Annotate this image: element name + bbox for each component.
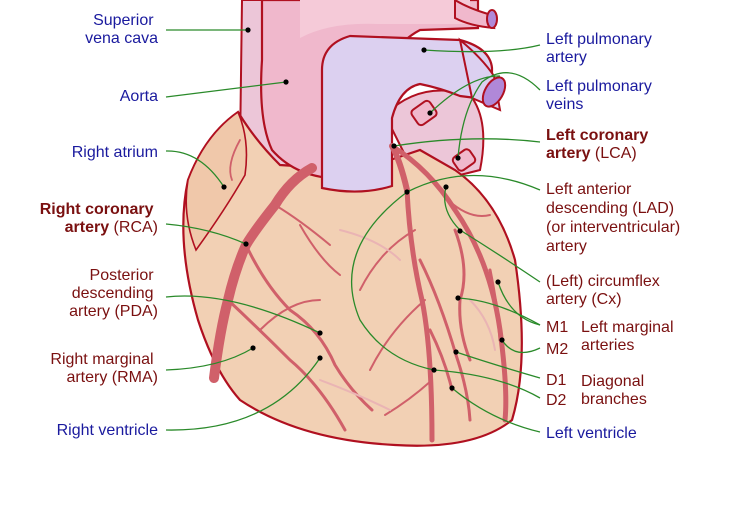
label-lad: Left anterior descending (LAD) (or inter… — [546, 181, 685, 255]
pulmonary-artery-opening — [481, 76, 507, 108]
leader-right-ventricle — [165, 357, 321, 431]
label-lpa: Left pulmonary artery — [546, 31, 656, 66]
branch-d — [447, 199, 491, 217]
leader-m2 — [501, 339, 541, 354]
pulmonary-vein-upper — [410, 99, 438, 127]
label-d1: D1 — [546, 372, 567, 389]
leader-left-ventricle — [451, 387, 541, 433]
lad-vessel — [404, 187, 435, 443]
right-atrium-shape — [185, 110, 248, 252]
label-lca: Left coronary artery (LCA) — [546, 127, 653, 162]
marginal-m2 — [488, 268, 502, 342]
leader-lca — [393, 138, 541, 147]
heart-illustration — [182, 0, 523, 447]
leader-lpv-1 — [457, 72, 541, 159]
leader-lines — [165, 29, 541, 433]
right-labels: Left pulmonary artery Left pulmonary vei… — [546, 31, 685, 442]
heart-body-shape — [182, 110, 523, 447]
label-lpv: Left pulmonary veins — [546, 78, 656, 113]
label-m1: M1 — [546, 319, 568, 336]
label-marginal: Left marginal arteries — [581, 319, 678, 354]
rca-small-3 — [259, 299, 321, 331]
leader-lpv-2 — [429, 75, 501, 114]
rma-vessel — [226, 298, 347, 432]
label-rma: Right marginal artery (RMA) — [50, 351, 158, 386]
branch-opening — [486, 9, 498, 29]
branch-a — [359, 229, 416, 291]
leader-d2 — [433, 369, 541, 399]
leader-aorta — [165, 81, 287, 98]
label-right-ventricle: Right ventricle — [57, 422, 158, 439]
rca-small-2 — [299, 224, 341, 276]
leader-rma — [165, 347, 254, 371]
label-left-ventricle: Left ventricle — [546, 425, 637, 442]
label-m2: M2 — [546, 341, 568, 358]
label-pda: Posterior descending artery (PDA) — [69, 267, 158, 320]
leader-d1 — [455, 351, 541, 379]
leader-pda — [165, 295, 321, 334]
leader-right-atrium — [165, 150, 225, 188]
cx-vessel — [389, 143, 509, 423]
leader-m1b — [457, 297, 541, 326]
label-cx: (Left) circumflex artery (Cx) — [546, 273, 664, 308]
diagonal-d2 — [428, 328, 454, 392]
branch-c — [384, 379, 433, 416]
left-labels: Superior vena cava Aorta Right atrium Ri… — [40, 12, 158, 439]
label-d2: D2 — [546, 392, 567, 409]
rca-small-1 — [274, 204, 331, 246]
label-right-atrium: Right atrium — [72, 144, 158, 161]
leader-lad — [351, 174, 541, 371]
aortic-arch-shadow — [300, 0, 470, 38]
leader-lpa — [423, 44, 541, 53]
cardiac-veins — [319, 229, 496, 411]
label-diagonal: Diagonal branches — [581, 373, 649, 408]
label-aorta: Aorta — [120, 88, 158, 105]
leader-dots — [221, 27, 505, 391]
branch-b — [369, 299, 426, 371]
label-rca: Right coronary artery (RCA) — [40, 201, 158, 236]
marginal-m1 — [453, 228, 472, 362]
label-svc: Superior vena cava — [85, 12, 158, 47]
leader-rca — [165, 223, 247, 245]
leader-m1 — [497, 281, 541, 326]
pulmonary-trunk-shape — [320, 34, 494, 193]
branch-e — [229, 139, 241, 181]
